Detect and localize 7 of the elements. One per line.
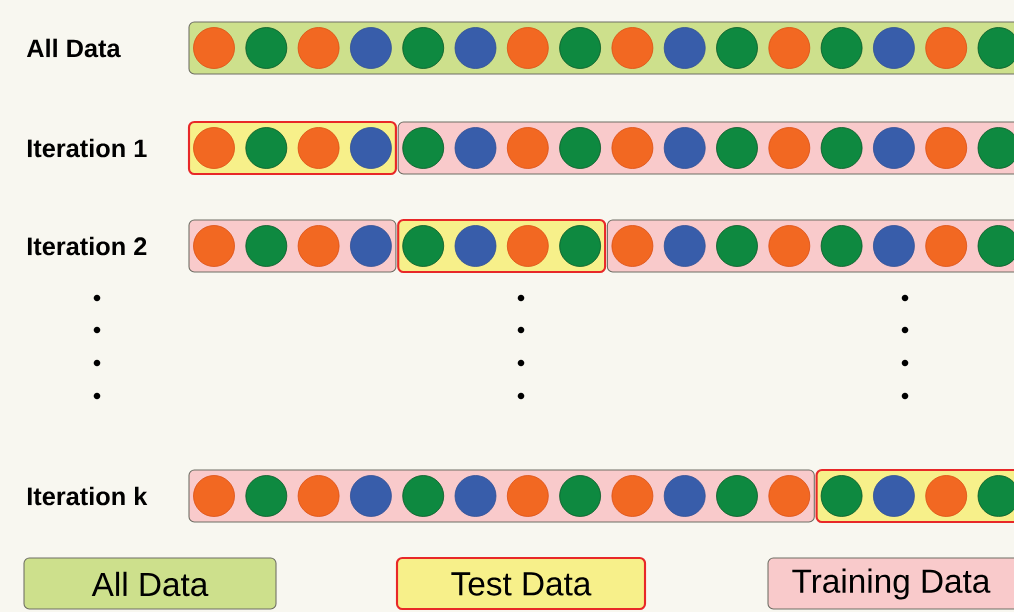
legend-item: Training Data [767,557,1014,610]
row-label: All Data [26,38,121,58]
row-label: Iteration 1 [27,138,147,158]
legend-item: Test Data [395,556,647,611]
legend-item: All Data [23,557,277,610]
row-label: Iteration k [27,486,148,506]
row-label: Iteration 2 [27,236,147,256]
